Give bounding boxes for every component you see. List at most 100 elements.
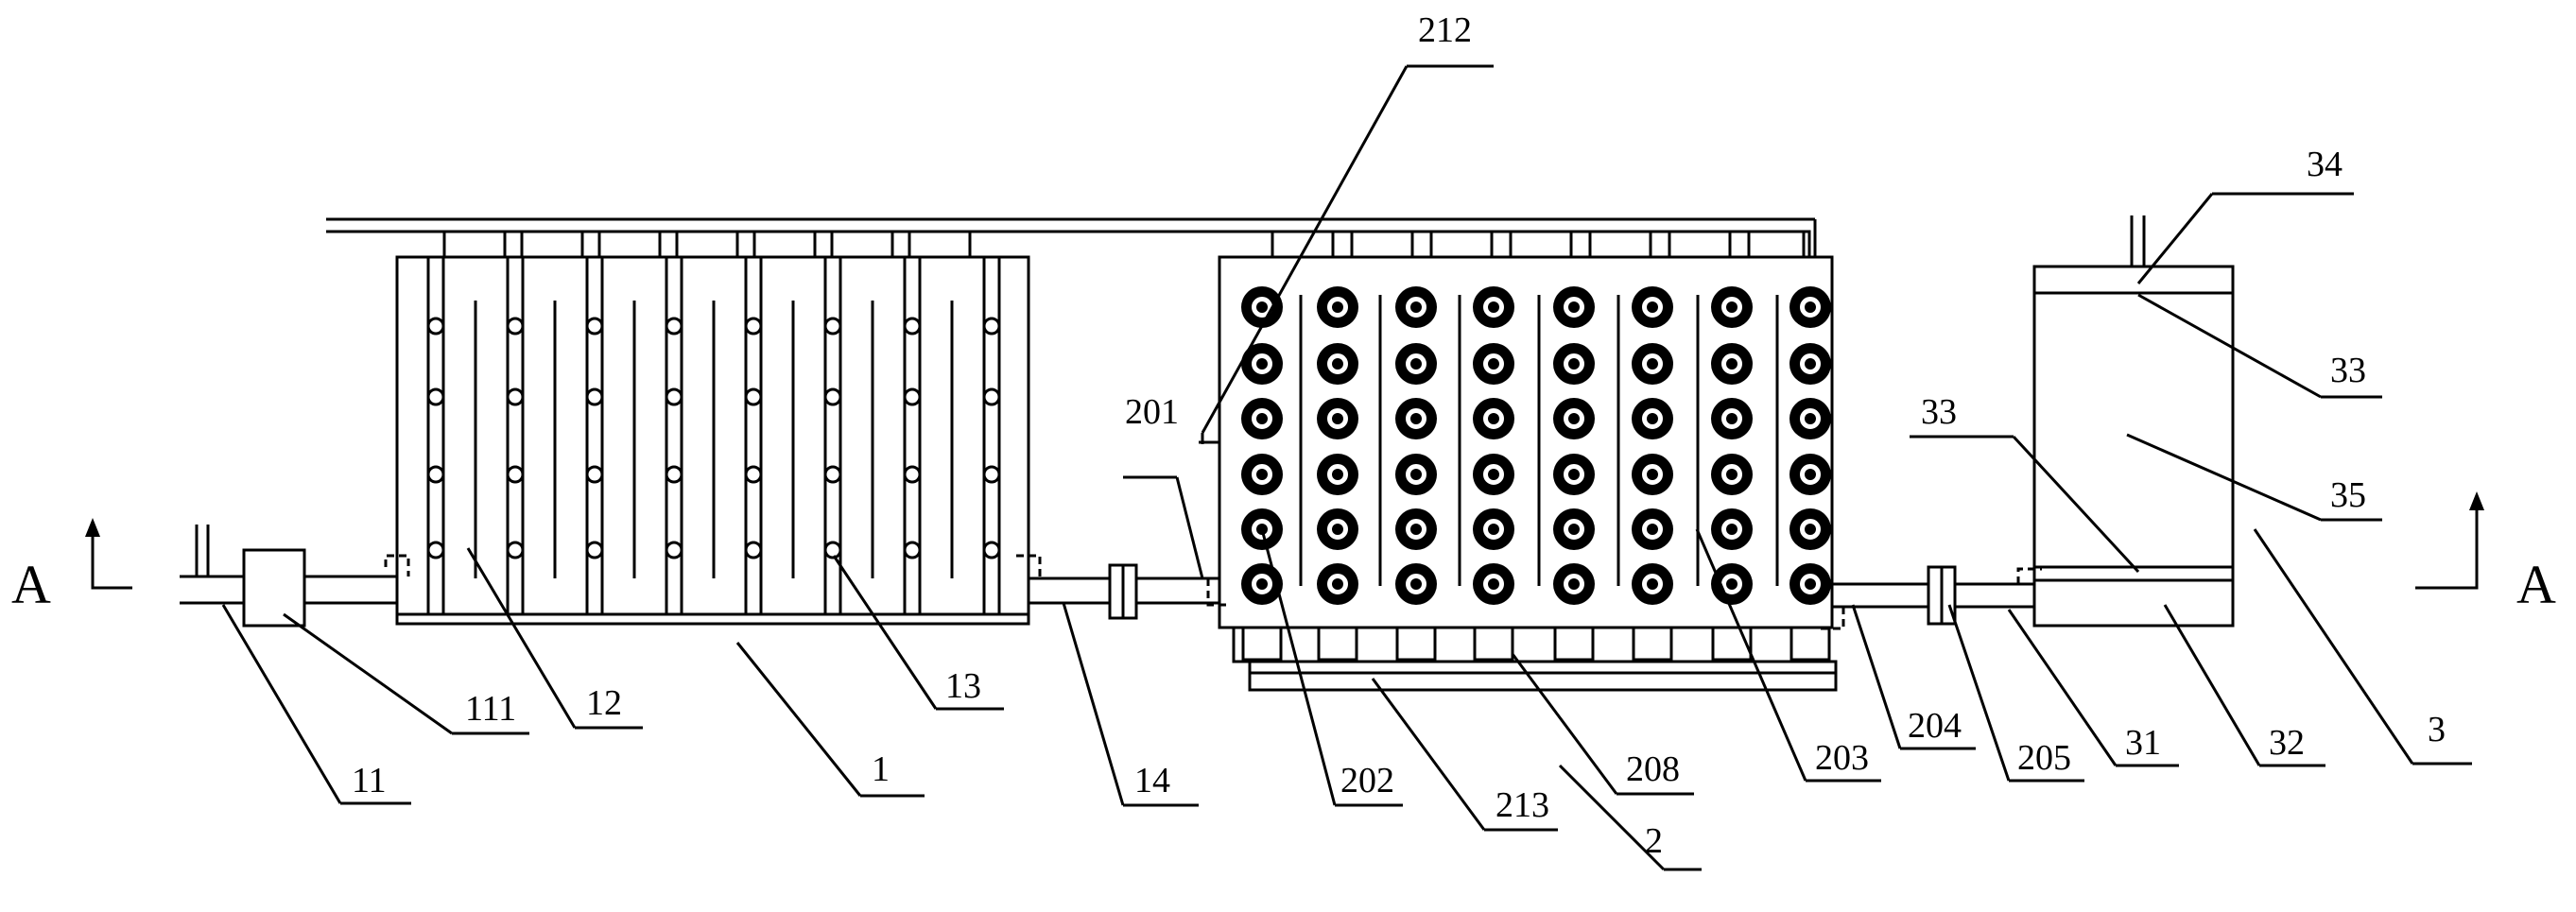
membrane-module-core — [1647, 358, 1658, 370]
membrane-module-core — [1805, 524, 1816, 535]
membrane-module-core — [1332, 469, 1343, 480]
tank1-aerator — [982, 317, 1001, 336]
tank1-aerator — [744, 317, 763, 336]
tank1-aerator — [585, 317, 604, 336]
label-31: 31 — [2125, 723, 2161, 763]
membrane-module-core — [1647, 469, 1658, 480]
label-208: 208 — [1626, 749, 1680, 789]
manifold-drop — [1509, 230, 1573, 259]
membrane-module-core — [1568, 413, 1580, 424]
label-205: 205 — [2017, 738, 2071, 778]
membrane-module-core — [1410, 413, 1422, 424]
membrane-module-core — [1568, 578, 1580, 590]
tank-3 — [2032, 215, 2235, 628]
leader-lines — [221, 64, 2472, 871]
leader-line — [466, 547, 577, 729]
label-202: 202 — [1340, 761, 1394, 800]
tank1-aerator — [506, 317, 525, 336]
leader-line — [1260, 528, 1337, 806]
membrane-module-core — [1647, 301, 1658, 313]
leader-line — [2126, 433, 2322, 522]
membrane-module-core — [1647, 524, 1658, 535]
membrane-module-core — [1726, 578, 1738, 590]
membrane-module-core — [1647, 413, 1658, 424]
label-213: 213 — [1495, 785, 1549, 825]
leader-line — [2136, 193, 2214, 284]
tank2-foot — [1473, 626, 1514, 662]
tank1-aerator — [823, 465, 842, 484]
membrane-module-core — [1256, 413, 1268, 424]
tank1-aerator — [426, 387, 445, 406]
leader-line — [1371, 678, 1486, 831]
leader-line — [2137, 293, 2322, 399]
membrane-module-core — [1805, 358, 1816, 370]
manifold-drop — [442, 230, 507, 259]
membrane-module-core — [1805, 469, 1816, 480]
leader-line — [221, 604, 342, 804]
manifold-drop — [597, 230, 662, 259]
leader-line — [283, 612, 453, 735]
tank1-aerator — [665, 317, 683, 336]
tank2-partitions — [1299, 295, 1779, 586]
tank2-support-feet — [1241, 626, 1831, 662]
membrane-module-core — [1332, 524, 1343, 535]
tank2-foot — [1317, 626, 1358, 662]
manifold-drop — [520, 230, 584, 259]
section-markers — [91, 503, 2479, 590]
manifold-drop — [1350, 230, 1414, 259]
tank1-aerator — [903, 541, 922, 559]
membrane-module-core — [1488, 524, 1499, 535]
tank2-foot — [1632, 626, 1673, 662]
tank1-aerator — [665, 541, 683, 559]
label-203: 203 — [1815, 738, 1869, 778]
membrane-module-core — [1488, 358, 1499, 370]
tank1-aerator — [744, 387, 763, 406]
membrane-module-core — [1256, 578, 1268, 590]
tank2-foot — [1553, 626, 1595, 662]
leader-line — [2012, 435, 2140, 574]
tank1-partitions — [426, 257, 1001, 614]
membrane-module-core — [1410, 469, 1422, 480]
leader-line — [1947, 604, 2011, 782]
label-33-top: 33 — [2330, 351, 2366, 390]
leader-line — [1175, 476, 1204, 579]
manifold-drop — [908, 230, 972, 259]
tank1-aerator — [665, 387, 683, 406]
manifold-drop — [752, 230, 817, 259]
leader-line — [1201, 65, 1409, 434]
membrane-module-core — [1568, 301, 1580, 313]
membrane-module-core — [1488, 413, 1499, 424]
tank1-aerator — [903, 317, 922, 336]
membrane-module-core — [1805, 413, 1816, 424]
label-201: 201 — [1125, 392, 1179, 432]
tank1-aerator — [823, 387, 842, 406]
tank1-aerator — [744, 541, 763, 559]
section-label-right: A — [2516, 554, 2556, 615]
manifold-drops — [442, 230, 1811, 259]
membrane-module-core — [1332, 578, 1343, 590]
label-33-mid: 33 — [1921, 392, 1957, 432]
membrane-module-core — [1568, 524, 1580, 535]
membrane-module-core — [1256, 301, 1268, 313]
tank1-aerator — [426, 465, 445, 484]
label-35: 35 — [2330, 475, 2366, 515]
membrane-module-core — [1256, 469, 1268, 480]
label-3: 3 — [2428, 710, 2446, 749]
tank1-aerator — [585, 465, 604, 484]
label-204: 204 — [1908, 706, 1962, 746]
section-arrow-left — [85, 518, 100, 537]
membrane-module-core — [1410, 358, 1422, 370]
tank1-aerator — [506, 465, 525, 484]
leader-line — [1511, 653, 1618, 795]
leader-line — [1558, 764, 1666, 871]
membrane-module-core — [1805, 301, 1816, 313]
leader-line — [735, 642, 862, 797]
membrane-module-core — [1726, 301, 1738, 313]
tank-1 — [395, 255, 1030, 626]
leader-line — [2007, 609, 2118, 766]
membrane-module-core — [1410, 578, 1422, 590]
membrane-module-core — [1568, 358, 1580, 370]
manifold-drop — [1668, 230, 1732, 259]
